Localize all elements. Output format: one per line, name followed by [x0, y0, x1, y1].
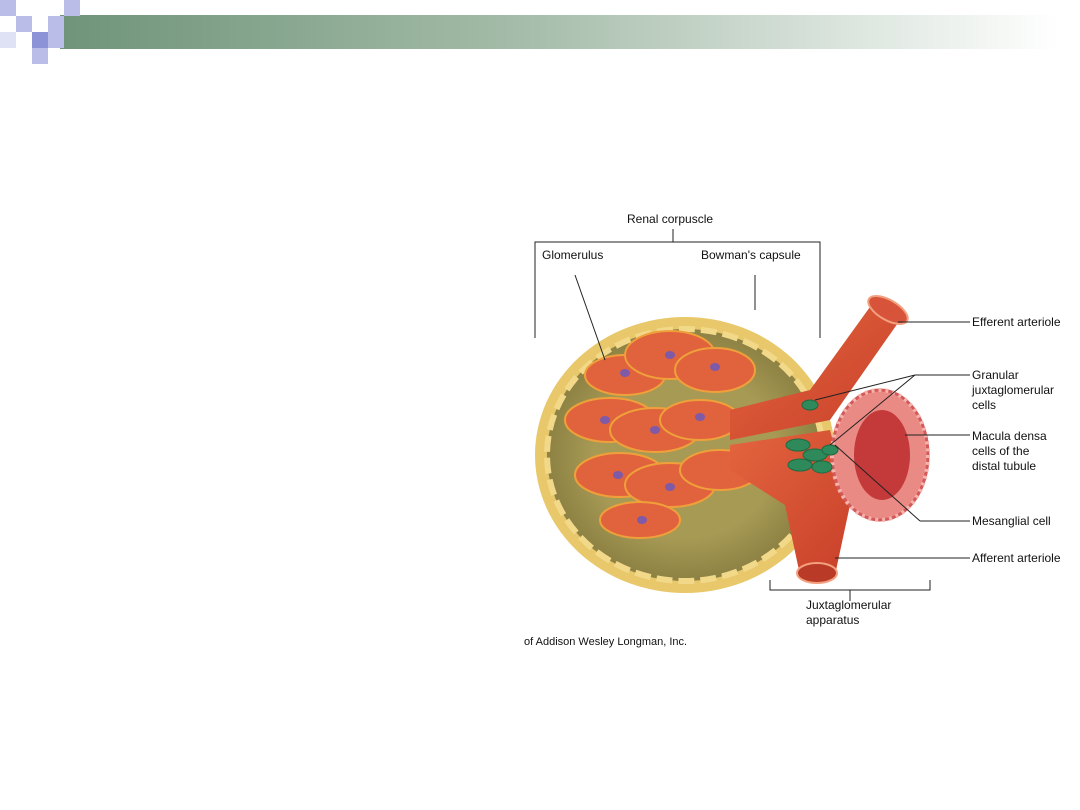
granular-cells — [785, 399, 839, 474]
label-juxtaglomerular-apparatus: Juxtaglomerular apparatus — [806, 598, 892, 627]
leader-lines — [574, 274, 970, 559]
label-bowmans-capsule: Bowman's capsule — [701, 248, 801, 262]
kidney-illustration — [527, 229, 970, 625]
figure-credit: of Addison Wesley Longman, Inc. — [524, 636, 688, 648]
label-renal-corpuscle: Renal corpuscle — [627, 212, 714, 226]
slide-header-band — [0, 0, 1060, 64]
label-macula-densa: Macula densa cells of the distal tubule — [972, 429, 1047, 473]
juxtaglomerular-bracket — [769, 580, 931, 601]
distal-tubule — [830, 388, 930, 522]
renal-corpuscle-figure: Renal corpuscle Glomerulus Bowman's caps… — [524, 205, 1075, 655]
label-afferent-arteriole: Afferent arteriole — [972, 551, 1061, 565]
label-glomerulus: Glomerulus — [542, 248, 604, 262]
efferent-arteriole-vessel — [730, 295, 909, 440]
label-granular-cells: Granular juxtaglomerular cells — [972, 368, 1055, 412]
renal-corpuscle-bracket — [534, 229, 821, 338]
label-mesangial-cell: Mesanglial cell — [972, 514, 1051, 528]
label-efferent-arteriole: Efferent arteriole — [972, 315, 1061, 329]
glomerulus-nuclei — [600, 351, 720, 524]
header-gradient-bar — [60, 15, 1060, 49]
decorative-squares — [0, 0, 80, 64]
